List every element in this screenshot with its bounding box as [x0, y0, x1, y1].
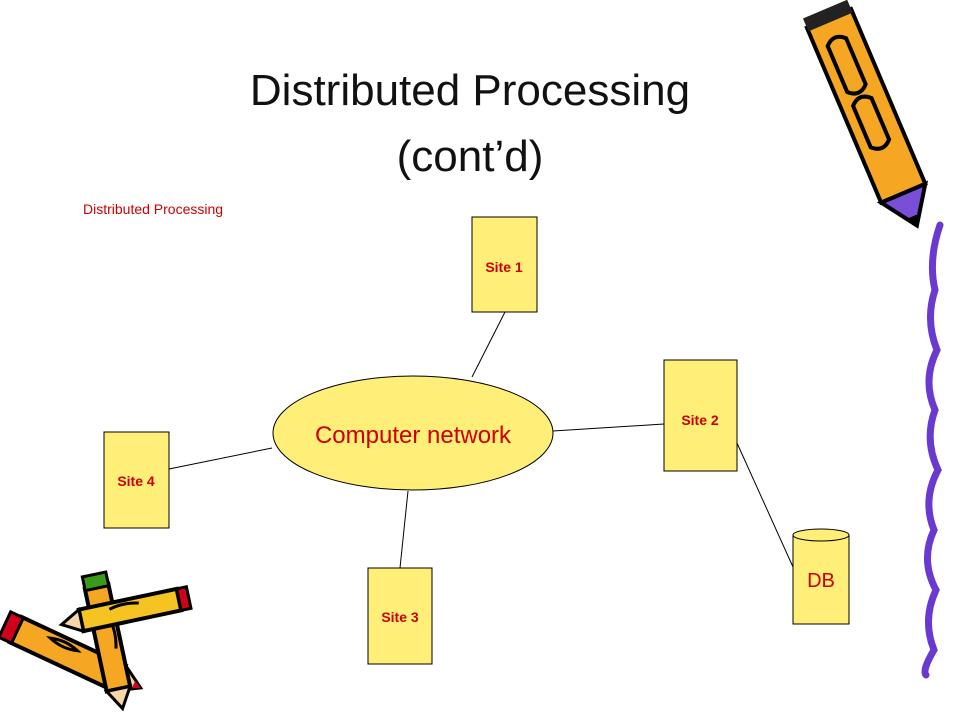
network-label: Computer network: [315, 422, 512, 449]
site-4-box: Site 4: [103, 431, 170, 529]
site-2-box: Site 2: [663, 359, 738, 472]
site-1-label: Site 1: [485, 259, 523, 275]
site-3-box: Site 3: [367, 567, 433, 665]
db-label: DB: [807, 570, 835, 592]
pencil-icon: [802, 0, 929, 229]
site-3-label: Site 3: [381, 609, 419, 625]
link-db: [736, 442, 794, 568]
site-2-label: Site 2: [681, 412, 719, 428]
slide-title: Distributed Processing (cont’d): [140, 58, 800, 190]
site-4-label: Site 4: [117, 473, 155, 489]
link-site2: [552, 423, 665, 432]
link-site4: [168, 447, 273, 470]
slide-subtitle: Distributed Processing: [83, 201, 224, 217]
link-site1: [471, 311, 506, 378]
computer-network: Computer network: [272, 375, 554, 491]
link-site3: [399, 490, 409, 569]
site-1-box: Site 1: [471, 216, 538, 313]
pencils-icon: [0, 570, 193, 712]
squiggle-decoration: [921, 221, 944, 679]
title-line-2: (cont’d): [396, 132, 544, 181]
title-line-1: Distributed Processing: [249, 66, 691, 115]
db-cylinder: DB: [792, 528, 850, 625]
